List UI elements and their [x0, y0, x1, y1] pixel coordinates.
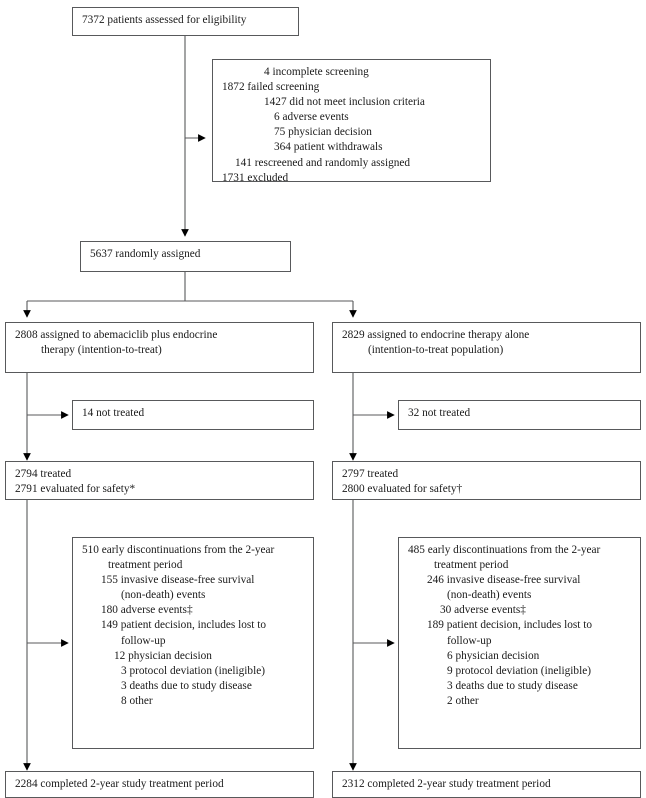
box-completed-right: 2312 completed 2-year study treatment pe…: [332, 771, 641, 798]
box-treated-safety-right: 2797 treated 2800 evaluated for safety†: [332, 461, 641, 500]
box-not-treated-left: 14 not treated: [72, 400, 314, 430]
box-line: 1872 failed screening: [222, 81, 320, 94]
box-line: 189 patient decision, includes lost to: [427, 619, 593, 632]
box-assessed-for-eligibility: 7372 patients assessed for eligibility: [72, 7, 299, 36]
box-line: 3 protocol deviation (ineligible): [121, 664, 265, 677]
box-line: 6 physician decision: [447, 649, 540, 662]
box-line: 2797 treated: [342, 468, 399, 480]
box-line: 3 deaths due to study disease: [121, 679, 252, 692]
box-line: 155 invasive disease-free survival: [101, 574, 255, 587]
box-randomly-assigned: 5637 randomly assigned: [80, 241, 291, 272]
box-assigned-endocrine-therapy-alone: 2829 assigned to endocrine therapy alone…: [332, 322, 641, 373]
box-line: 12 physician decision: [114, 649, 212, 662]
box-early-discontinuations-right: 485 early discontinuations from the 2-ye…: [398, 537, 641, 749]
box-line: 149 patient decision, includes lost to: [101, 619, 267, 632]
box-line: treatment period: [434, 559, 509, 572]
box-line: (intention-to-treat population): [368, 344, 504, 357]
box-line: 2 other: [447, 694, 479, 707]
box-early-discontinuations-left: 510 early discontinuations from the 2-ye…: [72, 537, 314, 749]
box-line: 3 deaths due to study disease: [447, 679, 578, 692]
box-line: 7372 patients assessed for eligibility: [82, 14, 247, 26]
box-line: 2794 treated: [15, 468, 72, 480]
box-line: 364 patient withdrawals: [274, 141, 383, 154]
box-line: 180 adverse events‡: [101, 604, 193, 617]
box-line: 4 incomplete screening: [264, 66, 369, 78]
box-line: 14 not treated: [82, 407, 145, 419]
box-assigned-abemaciclib-plus-endocrine: 2808 assigned to abemaciclib plus endocr…: [5, 322, 314, 373]
box-line: treatment period: [108, 559, 183, 572]
box-line: 1731 excluded: [222, 171, 289, 184]
box-not-treated-right: 32 not treated: [398, 400, 641, 430]
box-line: 8 other: [121, 694, 153, 707]
box-excluded: 4 incomplete screening 1872 failed scree…: [212, 59, 491, 184]
box-line: 246 invasive disease-free survival: [427, 574, 581, 587]
box-line: 30 adverse events‡: [440, 604, 526, 617]
box-line: 2312 completed 2-year study treatment pe…: [342, 778, 551, 790]
box-line: (non-death) events: [447, 589, 532, 602]
box-line: 141 rescreened and randomly assigned: [235, 156, 411, 169]
box-line: 2808 assigned to abemaciclib plus endocr…: [15, 329, 218, 341]
box-line: 2829 assigned to endocrine therapy alone: [342, 329, 530, 341]
box-line: 5637 randomly assigned: [90, 248, 201, 260]
box-treated-safety-left: 2794 treated 2791 evaluated for safety*: [5, 461, 314, 500]
box-line: 510 early discontinuations from the 2-ye…: [82, 544, 275, 556]
box-line: 6 adverse events: [274, 111, 349, 124]
box-line: follow-up: [121, 634, 166, 647]
box-line: 1427 did not meet inclusion criteria: [264, 96, 425, 109]
box-line: 2791 evaluated for safety*: [15, 483, 136, 496]
box-line: 2800 evaluated for safety†: [342, 483, 463, 496]
box-line: 2284 completed 2-year study treatment pe…: [15, 778, 224, 790]
box-line: therapy (intention-to-treat): [41, 344, 162, 357]
box-line: follow-up: [447, 634, 492, 647]
box-line: 32 not treated: [408, 407, 471, 419]
box-line: 485 early discontinuations from the 2-ye…: [408, 544, 601, 556]
box-line: 9 protocol deviation (ineligible): [447, 664, 591, 677]
box-completed-left: 2284 completed 2-year study treatment pe…: [5, 771, 314, 798]
box-line: 75 physician decision: [274, 126, 372, 139]
box-line: (non-death) events: [121, 589, 206, 602]
